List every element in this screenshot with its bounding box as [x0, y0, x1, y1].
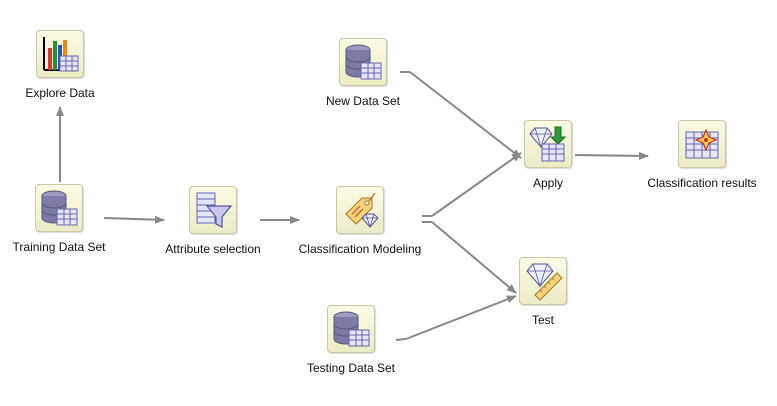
- edge-training-to-attribute: [103, 215, 165, 224]
- node-label: New Data Set: [325, 94, 401, 108]
- node-label: Apply: [532, 176, 564, 190]
- edge-newdata-to-apply: [409, 71, 522, 159]
- table-filter-icon: [189, 186, 237, 234]
- edge-modeling-to-test: [431, 221, 517, 294]
- apply-model-icon: [524, 120, 572, 168]
- node-classification-results[interactable]: Classification results: [622, 120, 777, 190]
- database-table-icon: [339, 38, 387, 86]
- bar-chart-table-icon: [36, 30, 84, 78]
- node-classification-modeling[interactable]: Classification Modeling: [280, 186, 440, 256]
- results-table-icon: [678, 120, 726, 168]
- edge-apply-to-results: [574, 151, 649, 160]
- edge-testing-connector: [395, 338, 407, 341]
- edge-modeling-to-apply: [431, 152, 522, 217]
- node-label: Classification results: [647, 176, 757, 190]
- node-label: Training Data Set: [12, 240, 106, 254]
- node-label: Test: [531, 313, 554, 327]
- database-table-icon: [35, 184, 83, 232]
- node-test[interactable]: Test: [463, 257, 623, 327]
- node-testing-data-set[interactable]: Testing Data Set: [271, 305, 431, 375]
- edge-testing-to-test: [405, 295, 517, 340]
- node-label: Classification Modeling: [298, 242, 422, 256]
- node-label: Attribute selection: [165, 242, 261, 256]
- test-model-icon: [519, 257, 567, 305]
- node-training-data-set[interactable]: Training Data Set: [0, 184, 139, 254]
- node-label: Testing Data Set: [306, 361, 396, 375]
- node-new-data-set[interactable]: New Data Set: [283, 38, 443, 108]
- database-table-icon: [327, 305, 375, 353]
- node-attribute-selection[interactable]: Attribute selection: [133, 186, 293, 256]
- workflow-edges: [56, 71, 649, 341]
- classification-model-icon: [336, 186, 384, 234]
- node-apply[interactable]: Apply: [468, 120, 628, 190]
- node-explore-data[interactable]: Explore Data: [0, 30, 140, 100]
- node-label: Explore Data: [25, 86, 95, 100]
